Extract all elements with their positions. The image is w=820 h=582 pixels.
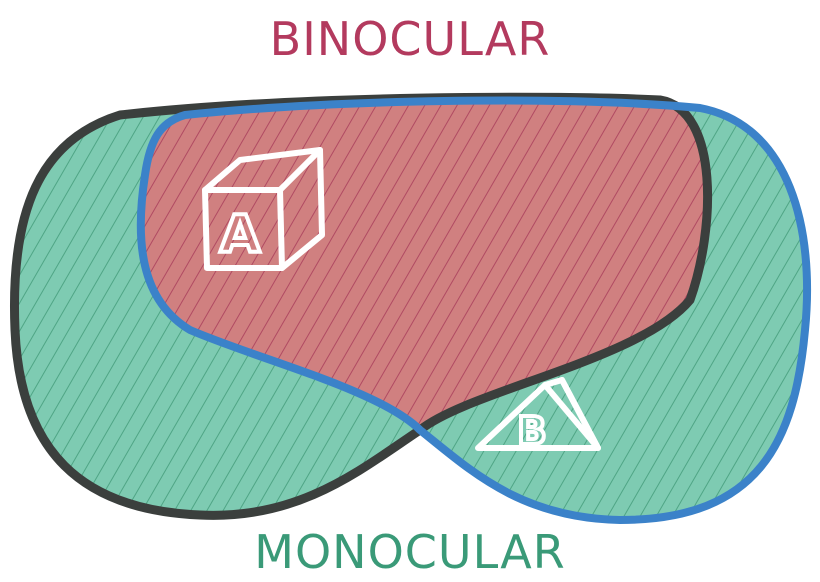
monocular-label: MONOCULAR (254, 525, 566, 579)
wedge-icon (475, 377, 601, 451)
cube-icon (202, 147, 325, 271)
right-eye-outline (136, 96, 811, 524)
binocular-label: BINOCULAR (269, 12, 551, 66)
cube-letter: A (220, 205, 260, 265)
wedge-letter: B (518, 409, 547, 453)
